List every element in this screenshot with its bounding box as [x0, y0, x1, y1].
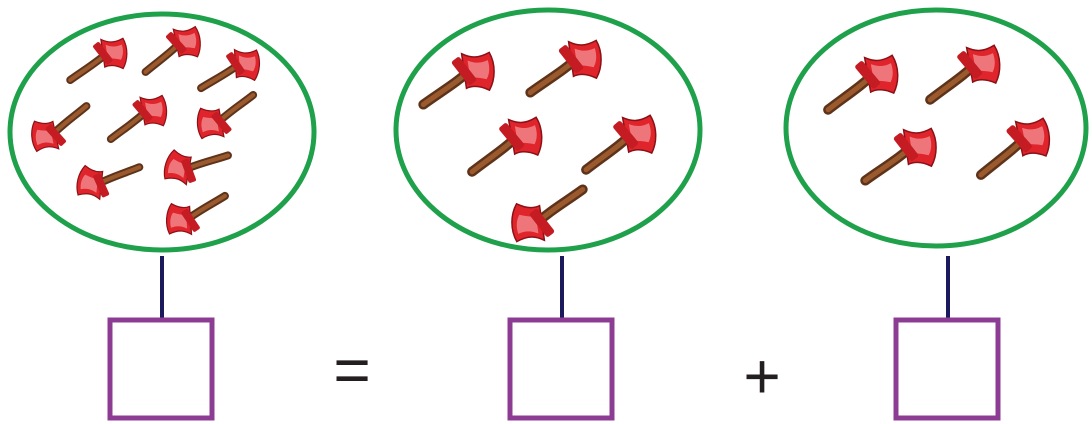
addend-1-answer-box[interactable]: [510, 320, 612, 418]
total-group: [10, 14, 314, 250]
addend-2-group: [786, 10, 1086, 246]
equals-sign: =: [333, 334, 370, 406]
plus-sign: +: [743, 340, 780, 412]
addend-1-group: [396, 10, 700, 250]
addend-2-answer-box[interactable]: [896, 320, 998, 418]
total-answer-box[interactable]: [110, 320, 212, 418]
